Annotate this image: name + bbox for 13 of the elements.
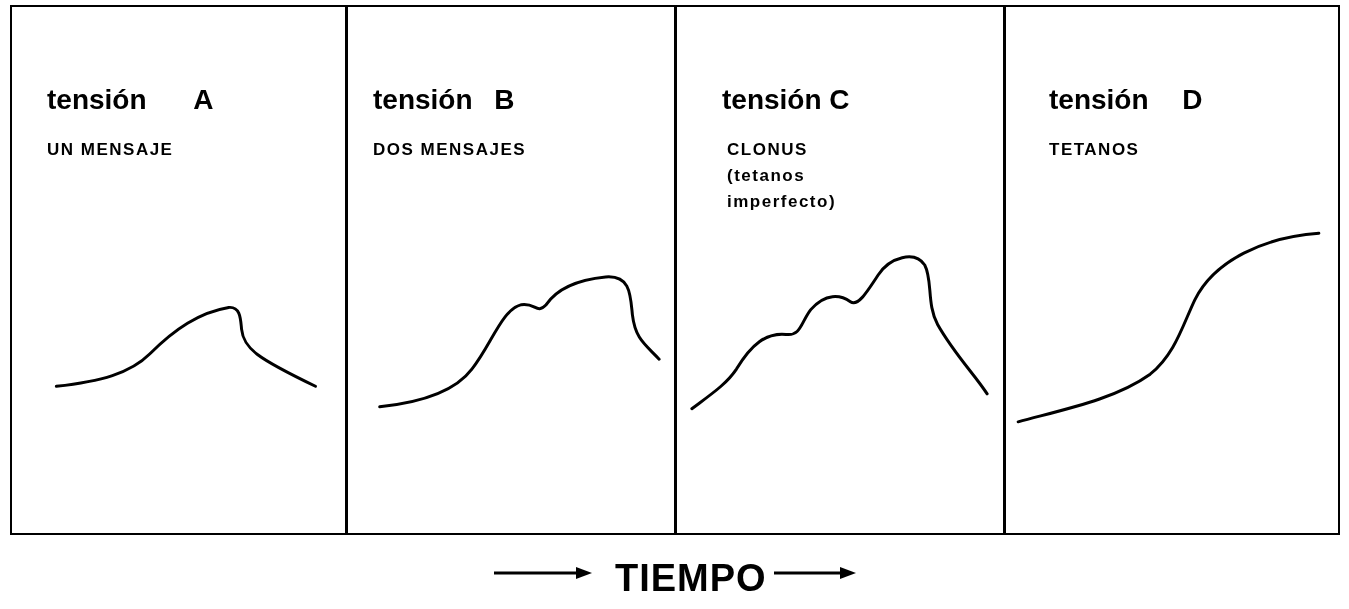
panel-subtitle: UN MENSAJE [47, 139, 175, 161]
panel-subtitle: DOS MENSAJES [373, 139, 528, 161]
panel-heading: tensión C [722, 84, 850, 115]
panel-subtitle: TETANOS [1049, 139, 1141, 161]
time-axis-label: TIEMPO [615, 556, 767, 601]
panel [348, 5, 677, 535]
panel [10, 5, 348, 535]
panel [1006, 5, 1340, 535]
panel-heading: tensión A [47, 84, 214, 115]
panel-heading: tensión B [373, 84, 515, 115]
panel-subtitle: CLONUS (tetanos imperfecto) [727, 139, 838, 213]
panel [677, 5, 1006, 535]
panel-heading: tensión D [1049, 84, 1203, 115]
